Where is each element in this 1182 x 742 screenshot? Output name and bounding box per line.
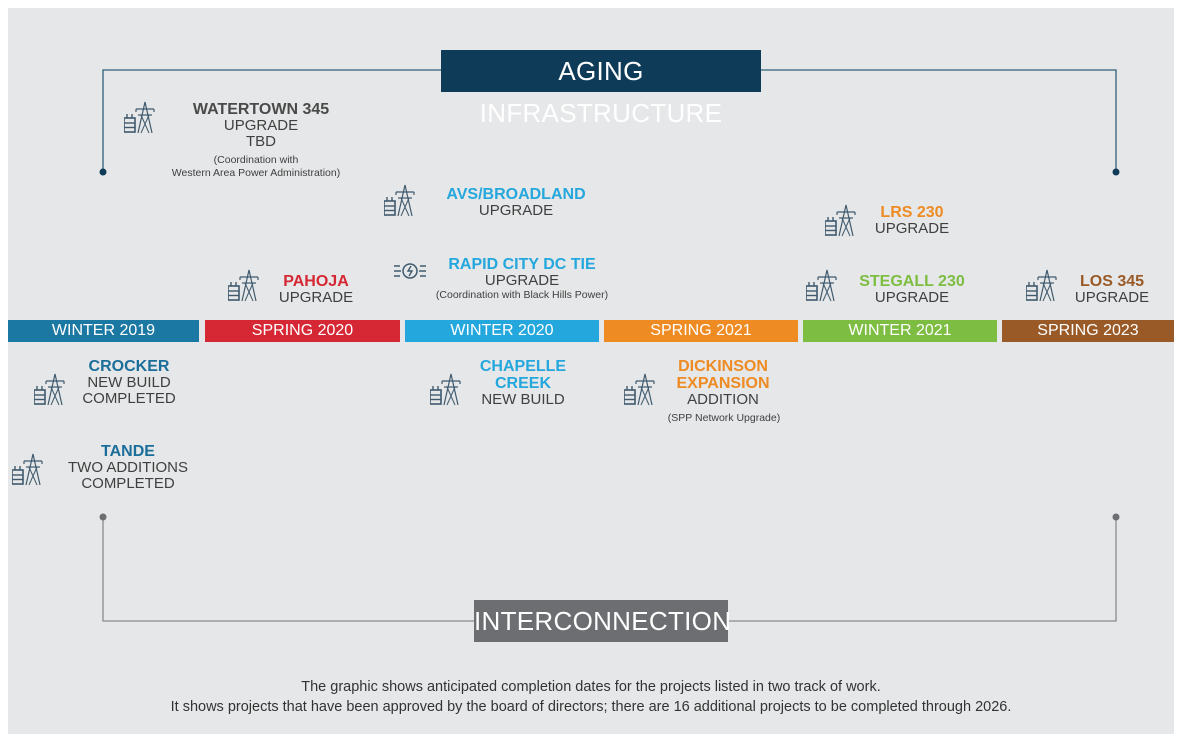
project-name: CHAPELLE: [479, 358, 567, 375]
project-status: NEW BUILD: [481, 391, 565, 408]
project-status: UPGRADE: [223, 117, 299, 134]
project-name: TANDE: [101, 443, 155, 460]
project-avs-broadland: AVS/BROADLAND UPGRADE: [426, 186, 606, 219]
project-status: UPGRADE: [484, 272, 560, 289]
footer-line-1: The graphic shows anticipated completion…: [301, 679, 881, 695]
inter-left-dot: [99, 513, 107, 521]
project-status: COMPLETED: [81, 475, 175, 492]
dc-tie-icon: [394, 263, 426, 279]
project-dickinson-expansion: DICKINSON EXPANSION ADDITION: [656, 358, 790, 408]
project-lrs-230: LRS 230 UPGRADE: [862, 204, 962, 237]
project-name: EXPANSION: [676, 375, 770, 392]
chapelle-tower-icon: [430, 373, 461, 406]
project-status: UPGRADE: [1074, 289, 1150, 306]
segment-winter-2020: WINTER 2020: [405, 320, 599, 342]
project-los-345: LOS 345 UPGRADE: [1064, 273, 1160, 306]
project-rapid-city-dc-tie: RAPID CITY DC TIE UPGRADE (Coordination …: [418, 256, 626, 302]
project-status: UPGRADE: [478, 202, 554, 219]
segment-winter-2019: WINTER 2019: [8, 320, 199, 342]
project-crocker: CROCKER NEW BUILD COMPLETED: [70, 358, 188, 407]
aging-right-dot: [1112, 168, 1120, 176]
project-pahoja: PAHOJA UPGRADE: [268, 273, 364, 306]
pahoja-tower-icon: [228, 269, 259, 302]
project-status: ADDITION: [687, 391, 759, 408]
dickinson-tower-icon: [624, 373, 655, 406]
segment-spring-2021: SPRING 2021: [604, 320, 798, 342]
project-status: UPGRADE: [874, 289, 950, 306]
footer-line-2: It shows projects that have been approve…: [170, 699, 1012, 715]
crocker-tower-icon: [34, 373, 65, 406]
project-name: LRS 230: [880, 204, 944, 221]
project-status: TWO ADDITIONS: [68, 459, 188, 476]
interconnection-banner: INTERCONNECTION: [474, 600, 731, 642]
segment-winter-2021: WINTER 2021: [803, 320, 997, 342]
project-status: TBD: [246, 133, 276, 150]
project-note: (Coordination with Black Hills Power): [435, 289, 609, 301]
dickinson-note: (SPP Network Upgrade): [667, 412, 781, 424]
lrs-tower-icon: [825, 204, 856, 237]
project-name: PAHOJA: [283, 273, 349, 290]
project-stegall-230: STEGALL 230 UPGRADE: [848, 273, 976, 306]
project-status: UPGRADE: [278, 289, 354, 306]
inter-right-dot: [1112, 513, 1120, 521]
segment-spring-2020: SPRING 2020: [205, 320, 400, 342]
stegall-tower-icon: [806, 269, 837, 302]
project-tande: TANDE TWO ADDITIONS COMPLETED: [46, 443, 210, 492]
note-line: Western Area Power Administration): [171, 167, 341, 179]
project-name: WATERTOWN 345: [192, 101, 330, 118]
project-status: COMPLETED: [82, 390, 176, 407]
project-name: CROCKER: [88, 358, 170, 375]
watertown-note: (Coordination with Western Area Power Ad…: [148, 154, 364, 180]
aging-left-dot: [99, 168, 107, 176]
segment-spring-2023: SPRING 2023: [1002, 320, 1174, 342]
los-tower-icon: [1026, 269, 1057, 302]
project-name: RAPID CITY DC TIE: [448, 256, 596, 273]
project-status: NEW BUILD: [87, 374, 171, 391]
project-status: UPGRADE: [874, 220, 950, 237]
avs-tower-icon: [384, 184, 415, 217]
project-name: STEGALL 230: [859, 273, 965, 290]
watertown-tower-icon: [124, 101, 155, 134]
project-watertown: WATERTOWN 345 UPGRADE TBD: [155, 101, 367, 150]
tande-tower-icon: [12, 453, 43, 486]
project-name: DICKINSON: [678, 358, 768, 375]
project-chapelle-creek: CHAPELLE CREEK NEW BUILD: [460, 358, 586, 408]
note-line: (Coordination with: [213, 154, 299, 166]
project-name: AVS/BROADLAND: [446, 186, 586, 203]
project-name: CREEK: [494, 375, 551, 392]
project-name: LOS 345: [1079, 273, 1145, 290]
aging-infrastructure-banner: AGING INFRASTRUCTURE: [441, 50, 761, 128]
